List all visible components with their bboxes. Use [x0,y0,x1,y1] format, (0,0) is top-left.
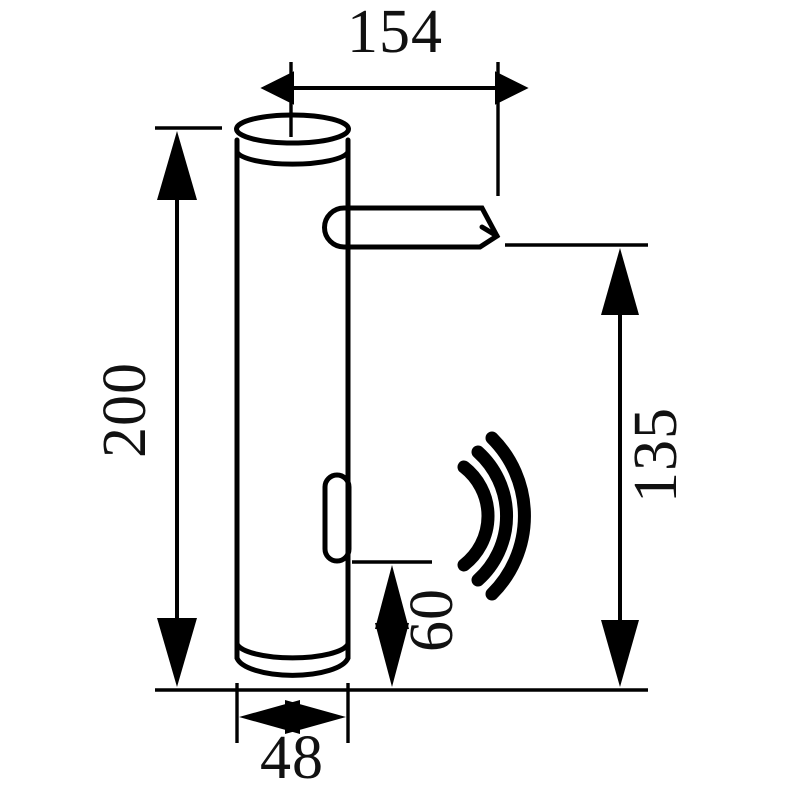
sensor-waves-group [457,431,531,601]
dim-arrow-60-top [375,565,409,629]
dimension-labels-group: 154 200 135 60 48 [91,0,690,792]
dim-arrow-48-left [239,700,300,734]
dim-arrow-135-top [601,248,639,315]
dim-arrow-60-bottom [375,623,409,687]
dim-arrow-200-top [157,131,197,200]
sensor-wave-arc-inner [457,460,495,572]
dim-arrow-135-bottom [601,620,639,687]
dimension-lines-group [157,71,639,734]
dim-arrow-48-right [285,700,346,734]
spout-outline [344,205,501,250]
base-bottom-arc [234,641,351,661]
spout-bevel-edge [479,224,500,239]
indicator-window [322,472,352,564]
tap-body-group [234,112,501,678]
dim-label-200: 200 [91,362,159,458]
dim-label-135: 135 [622,407,690,503]
dim-label-154: 154 [347,0,443,66]
sensor-wave-arc-outer [485,431,531,601]
dim-arrow-200-bottom [157,618,197,687]
dim-label-60: 60 [398,588,466,652]
base-outer-arc [234,655,351,678]
top-rim-collar-line [234,149,351,167]
spout-left-rounded-end [322,205,345,250]
dim-label-48: 48 [260,724,324,792]
sensor-wave-arc-middle [471,445,513,587]
